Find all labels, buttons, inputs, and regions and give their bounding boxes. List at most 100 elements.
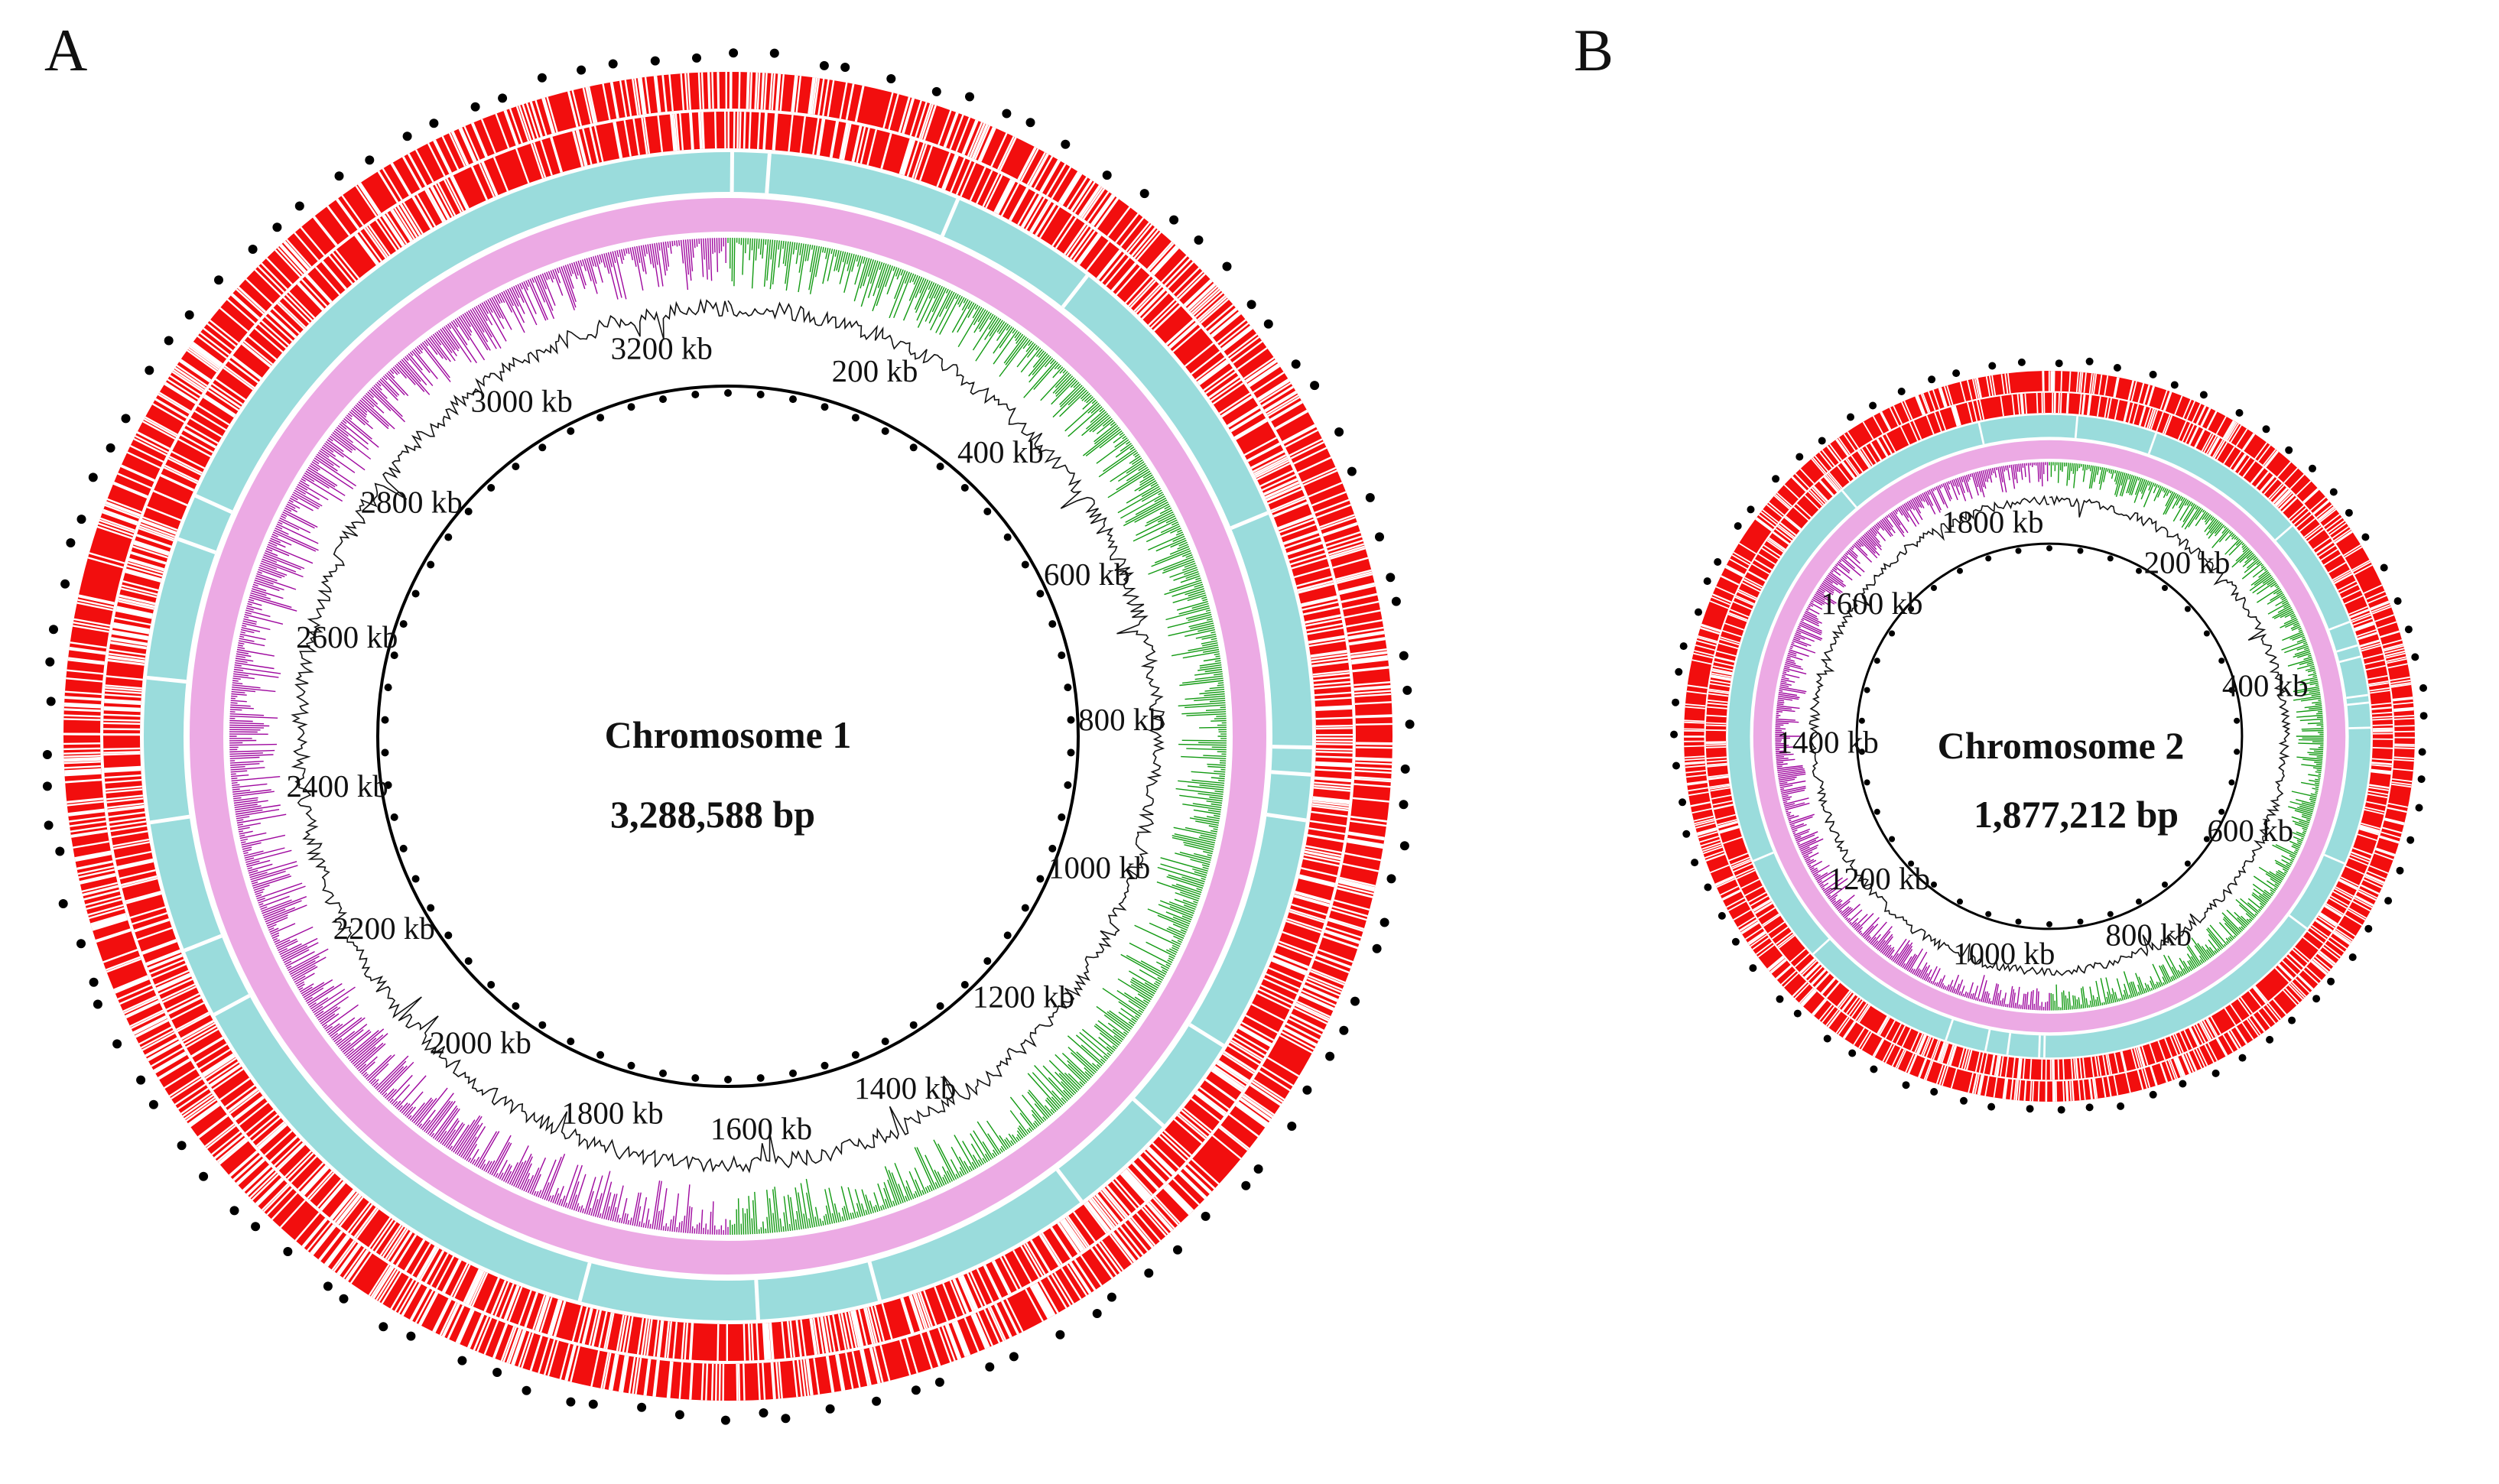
outer-marker-dot bbox=[1670, 730, 1678, 739]
tick-label: 1400 kb bbox=[854, 1070, 956, 1106]
axis-circle bbox=[376, 385, 1080, 1088]
outer-marker-dot bbox=[2117, 1102, 2125, 1110]
axis-tick bbox=[2218, 808, 2225, 815]
axis-tick bbox=[960, 484, 969, 492]
cyan-track bbox=[144, 151, 1312, 1320]
axis-tick bbox=[1021, 904, 1029, 912]
axis-tick bbox=[381, 748, 389, 757]
axis-tick bbox=[1021, 560, 1029, 569]
axis-tick bbox=[399, 620, 408, 628]
axis-tick bbox=[538, 1021, 547, 1029]
outer-marker-dot bbox=[2380, 563, 2388, 572]
outer-marker-dot bbox=[2417, 775, 2426, 784]
axis-tick bbox=[2015, 547, 2022, 554]
axis-tick bbox=[390, 651, 398, 660]
tick-label: 1600 kb bbox=[1821, 586, 1922, 621]
axis-tick bbox=[596, 414, 605, 422]
tick-label: 1200 kb bbox=[973, 979, 1074, 1014]
outer-marker-dot bbox=[2285, 446, 2293, 454]
outer-gene-track-1-gaps bbox=[1684, 371, 2415, 1102]
axis-tick bbox=[1003, 533, 1012, 541]
axis-tick bbox=[2203, 836, 2210, 843]
outer-marker-dot bbox=[537, 73, 547, 83]
panel-b-letter: B bbox=[1574, 17, 1613, 83]
outer-marker-dot bbox=[2411, 653, 2419, 661]
axis-tick bbox=[2077, 918, 2084, 925]
tick-label: 1000 kb bbox=[1953, 936, 2055, 971]
outer-gene-track-2-band bbox=[1705, 392, 2393, 1080]
outer-marker-dot bbox=[55, 846, 65, 856]
axis-tick bbox=[756, 1074, 765, 1082]
outer-marker-dot bbox=[93, 999, 102, 1009]
axis-tick bbox=[724, 389, 732, 397]
outer-marker-dot bbox=[1347, 466, 1357, 476]
cyan-track bbox=[1727, 414, 2371, 1058]
outer-marker-dot bbox=[1107, 1292, 1116, 1302]
tick-label: 1000 kb bbox=[1048, 850, 1150, 885]
axis-tick bbox=[1058, 651, 1066, 660]
axis-tick bbox=[1864, 687, 1870, 693]
outer-marker-dot bbox=[1302, 1085, 1312, 1095]
outer-marker-dot bbox=[1375, 532, 1384, 542]
outer-marker-dot bbox=[164, 336, 174, 346]
axis-tick bbox=[2136, 898, 2142, 905]
outer-marker-dot bbox=[1793, 1009, 1802, 1018]
outer-marker-dot bbox=[1291, 359, 1301, 369]
outer-marker-dot bbox=[692, 53, 701, 63]
axis-tick bbox=[2203, 630, 2210, 637]
tick-label: 2000 kb bbox=[430, 1025, 531, 1060]
outer-marker-dot bbox=[76, 939, 86, 949]
axis-tick bbox=[512, 1002, 520, 1010]
tick-label: 1200 kb bbox=[1828, 861, 1930, 896]
axis-tick bbox=[567, 1038, 575, 1046]
axis-tick bbox=[659, 395, 667, 404]
outer-marker-dot bbox=[1002, 109, 1012, 119]
outer-marker-dot bbox=[985, 1362, 995, 1372]
axis-tick bbox=[384, 684, 392, 692]
outer-gene-track-2 bbox=[102, 111, 1353, 1361]
outer-marker-dot bbox=[2085, 1103, 2094, 1112]
axis-tick bbox=[1985, 555, 1992, 562]
outer-marker-dot bbox=[184, 310, 194, 320]
outer-marker-dot bbox=[1772, 475, 1780, 483]
axis-tick bbox=[659, 1069, 667, 1077]
axis-tick bbox=[2184, 606, 2191, 612]
outer-marker-dot bbox=[1325, 1051, 1335, 1061]
axis-tick bbox=[427, 904, 435, 912]
outer-marker-dot bbox=[1405, 719, 1415, 729]
axis-tick bbox=[1064, 684, 1072, 692]
outer-marker-dot bbox=[2199, 391, 2208, 399]
outer-marker-dot bbox=[89, 977, 99, 987]
outer-marker-dot bbox=[819, 60, 829, 70]
outer-marker-dot bbox=[379, 1322, 388, 1332]
outer-marker-dot bbox=[492, 1368, 502, 1377]
outer-marker-dot bbox=[1339, 1025, 1349, 1035]
outer-marker-dot bbox=[1930, 1088, 1938, 1096]
outer-marker-dot bbox=[1747, 505, 1755, 514]
outer-marker-dot bbox=[1173, 1245, 1182, 1255]
outer-marker-dot bbox=[608, 59, 618, 69]
outer-marker-dot bbox=[2364, 924, 2373, 933]
outer-marker-dot bbox=[577, 65, 587, 75]
axis-tick bbox=[2218, 658, 2225, 664]
outer-marker-dot bbox=[1703, 577, 1711, 586]
outer-marker-dot bbox=[1678, 798, 1687, 807]
axis-tick bbox=[487, 981, 496, 989]
outer-marker-dot bbox=[1691, 859, 1699, 867]
outer-marker-dot bbox=[2026, 1105, 2034, 1113]
outer-marker-dot bbox=[1402, 685, 1412, 695]
outer-marker-dot bbox=[112, 1039, 122, 1049]
outer-marker-dot bbox=[729, 48, 739, 58]
outer-marker-dot bbox=[42, 750, 52, 759]
outer-marker-dot bbox=[251, 1222, 261, 1232]
axis-tick bbox=[821, 1061, 829, 1070]
outer-marker-dot bbox=[2384, 897, 2393, 905]
outer-marker-dot bbox=[1675, 667, 1683, 676]
gc-skew-positive bbox=[727, 237, 1227, 1236]
outer-marker-dot bbox=[177, 1141, 187, 1151]
outer-marker-dot bbox=[1960, 1096, 1968, 1105]
outer-marker-dot bbox=[2419, 712, 2428, 720]
outer-marker-dot bbox=[60, 579, 70, 589]
axis-tick bbox=[1036, 875, 1045, 883]
